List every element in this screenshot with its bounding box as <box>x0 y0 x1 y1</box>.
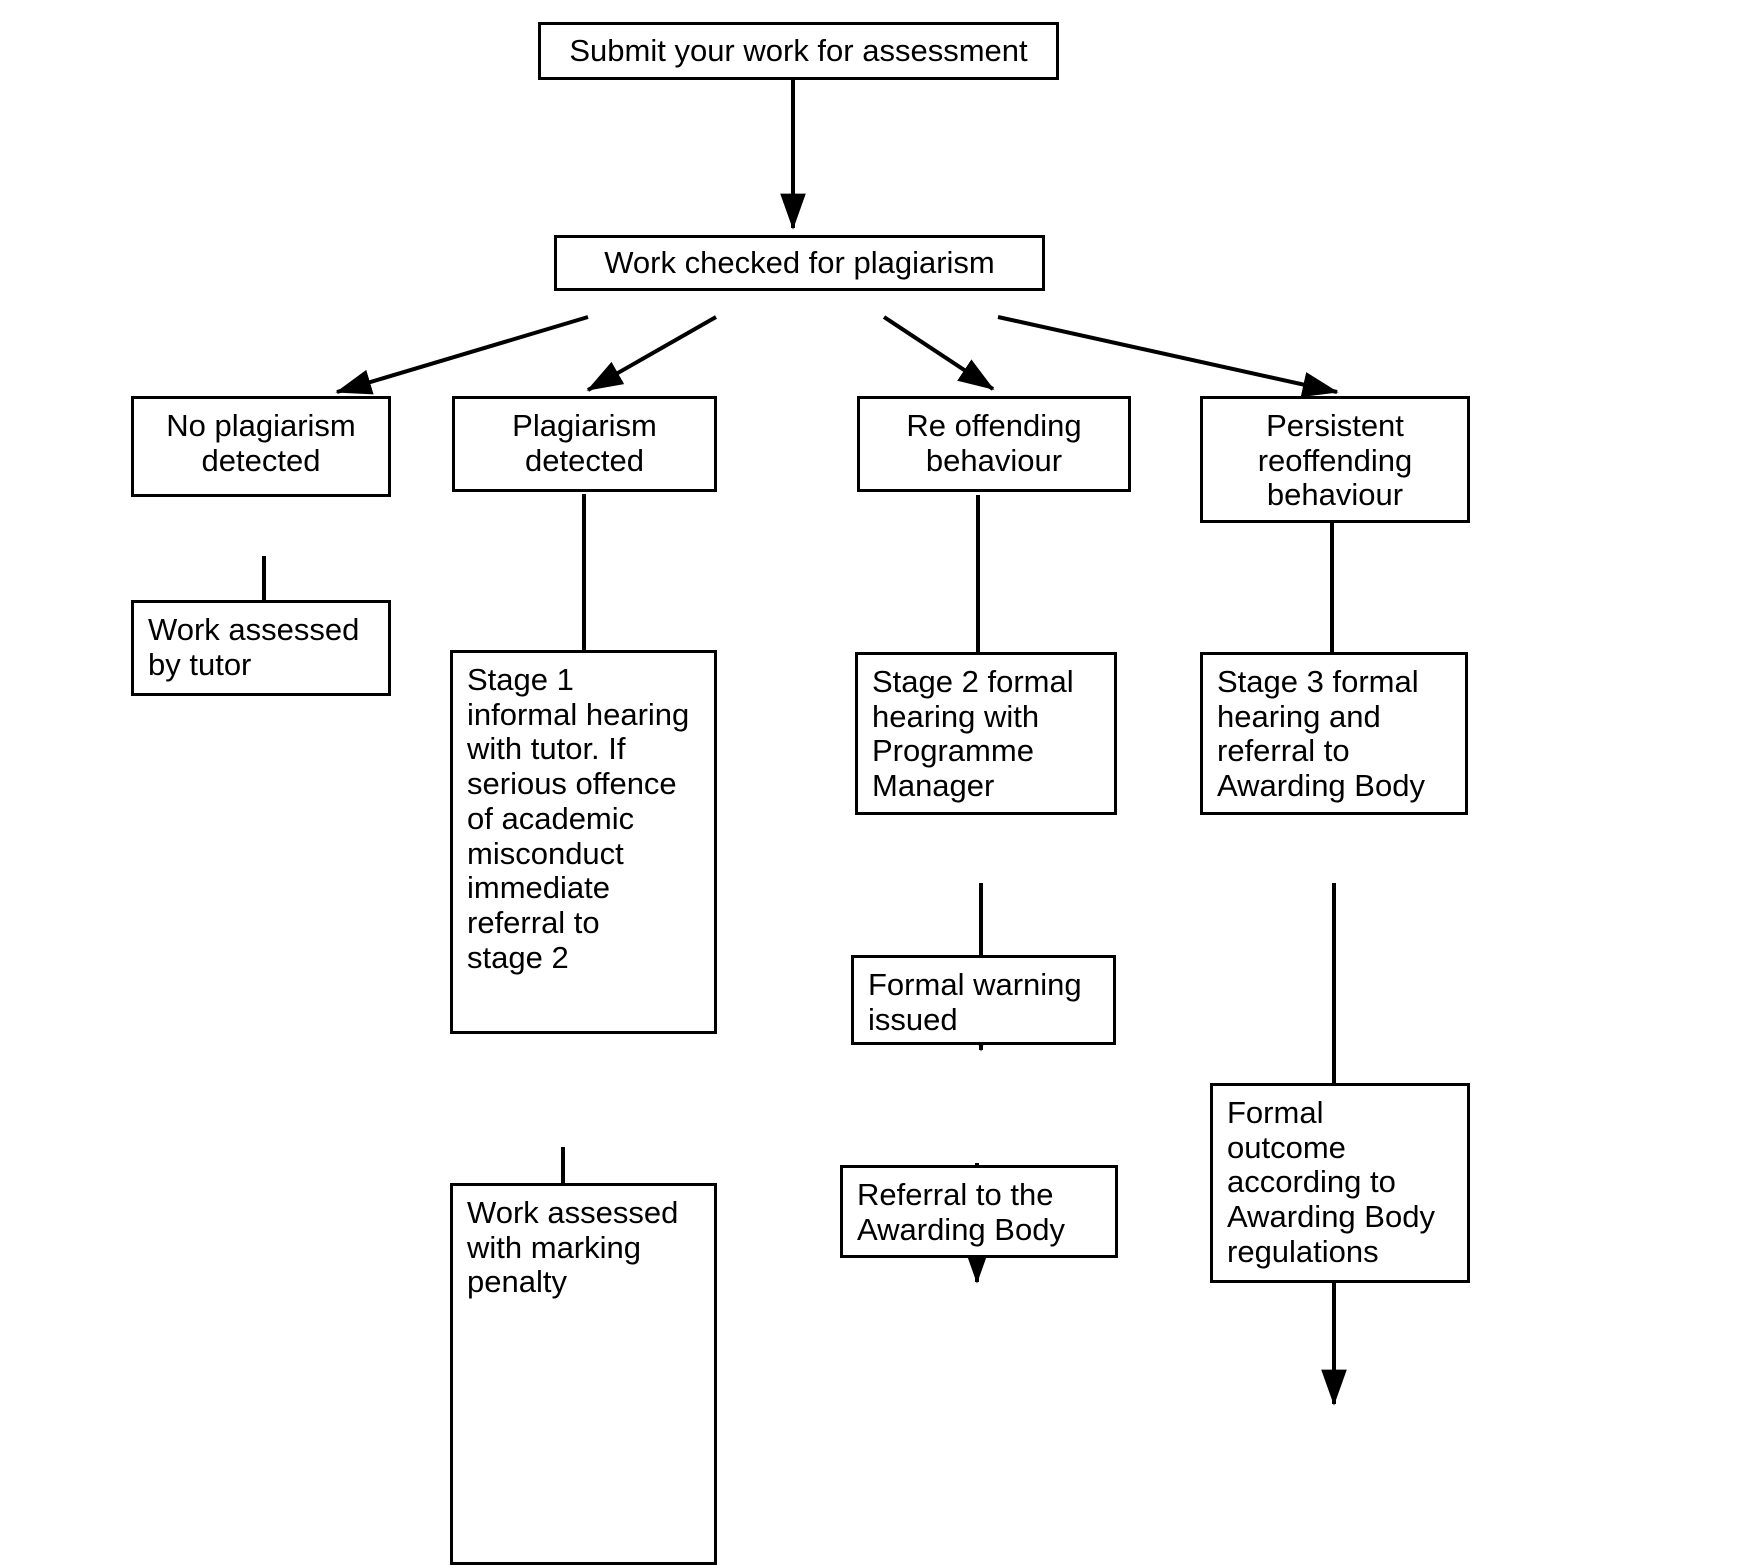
node-label: Formal warning issued <box>868 967 1082 1037</box>
node-label: Work assessed by tutor <box>148 612 360 682</box>
node-stage-1[interactable]: Stage 1 informal hearing with tutor. If … <box>450 650 717 1034</box>
edge-checked-to-persistent <box>997 315 1339 398</box>
node-label: Persistent reoffending behaviour <box>1257 408 1413 513</box>
node-label: No plagiarism detected <box>166 408 356 478</box>
node-work-assessed-with-marking-penalty[interactable]: Work assessed with marking penalty <box>450 1183 717 1565</box>
node-submit-work[interactable]: Submit your work for assessment <box>538 22 1059 80</box>
node-work-assessed-by-tutor[interactable]: Work assessed by tutor <box>131 600 391 696</box>
node-re-offending-behaviour[interactable]: Re offending behaviour <box>857 396 1131 492</box>
node-persistent-reoffending-behaviour[interactable]: Persistent reoffending behaviour <box>1200 396 1470 523</box>
edge-checked-to-plagiarism <box>586 315 717 392</box>
node-label: Submit your work for assessment <box>569 32 1028 68</box>
node-no-plagiarism-detected[interactable]: No plagiarism detected <box>131 396 391 497</box>
node-label: Re offending behaviour <box>906 408 1082 478</box>
node-label: Stage 2 formal hearing with Programme Ma… <box>872 664 1074 804</box>
node-work-checked[interactable]: Work checked for plagiarism <box>554 235 1045 291</box>
node-plagiarism-detected[interactable]: Plagiarism detected <box>452 396 717 492</box>
node-label: Plagiarism detected <box>512 408 657 478</box>
edge-checked-to-no-plagiarism <box>335 315 589 395</box>
node-formal-warning-issued[interactable]: Formal warning issued <box>851 955 1116 1045</box>
edge-checked-to-reoffending <box>882 315 995 391</box>
node-label: Work assessed with marking penalty <box>467 1195 679 1300</box>
node-label: Formal outcome according to Awarding Bod… <box>1227 1095 1435 1269</box>
node-label: Work checked for plagiarism <box>604 244 995 280</box>
node-label: Stage 3 formal hearing and referral to A… <box>1217 664 1425 804</box>
node-referral-to-awarding-body[interactable]: Referral to the Awarding Body <box>840 1165 1118 1258</box>
node-label: Referral to the Awarding Body <box>857 1177 1065 1247</box>
node-stage-2[interactable]: Stage 2 formal hearing with Programme Ma… <box>855 652 1117 815</box>
node-stage-3[interactable]: Stage 3 formal hearing and referral to A… <box>1200 652 1468 815</box>
node-formal-outcome[interactable]: Formal outcome according to Awarding Bod… <box>1210 1083 1470 1283</box>
node-label: Stage 1 informal hearing with tutor. If … <box>467 662 690 975</box>
